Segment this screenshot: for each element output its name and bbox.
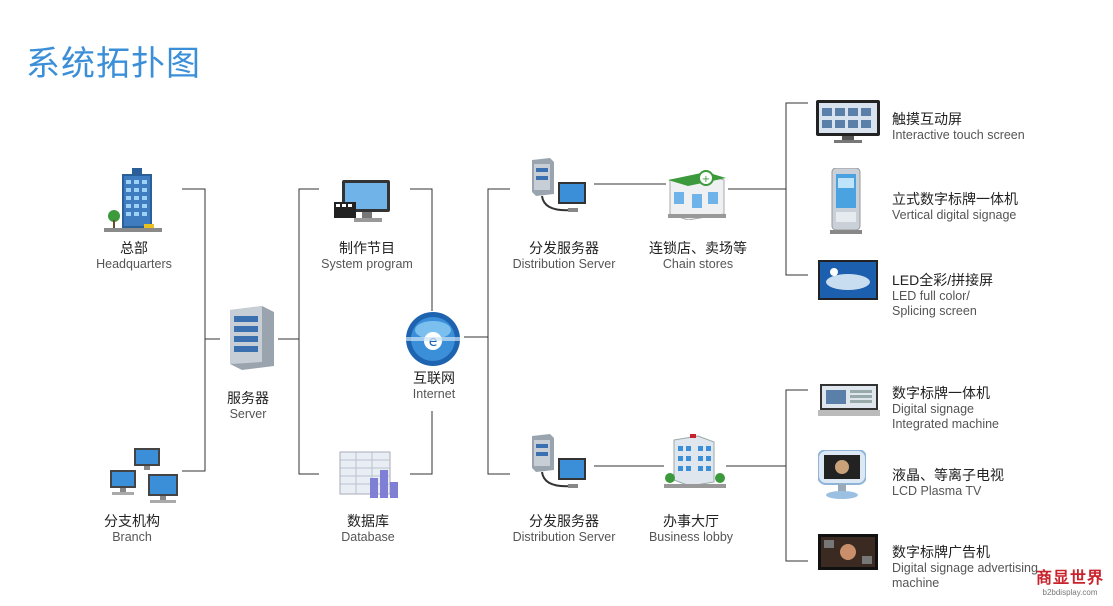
lcd-tv-label-cn: 液晶、等离子电视 — [892, 467, 1004, 483]
chain-stores-label-en: Chain stores — [662, 257, 734, 271]
server-icon — [230, 306, 274, 370]
chain-stores-label-cn: 连锁店、卖场等 — [649, 240, 747, 256]
server-label-en: Server — [229, 407, 267, 421]
touch-screen-label-cn: 触摸互动屏 — [892, 111, 962, 127]
distribution-server-top-icon — [532, 158, 586, 212]
headquarters-label-cn: 总部 — [120, 240, 148, 256]
distribution-server-bottom-label-en: Distribution Server — [512, 530, 616, 544]
watermark-url: b2bdisplay.com — [1042, 588, 1098, 597]
svg-text:e: e — [429, 334, 438, 350]
touch-screen-icon — [816, 100, 880, 143]
headquarters-label-en: Headquarters — [96, 257, 172, 271]
watermark-logo: 商显世界 b2bdisplay.com — [1036, 570, 1104, 597]
chain-stores-node: 连锁店、卖场等 Chain stores — [638, 240, 758, 272]
signage-advertising-label-cn: 数字标牌广告机 — [892, 544, 990, 560]
vertical-signage-node: 立式数字标牌一体机 Vertical digital signage — [892, 191, 1018, 223]
server-label-cn: 服务器 — [227, 390, 269, 406]
headquarters-node: 总部 Headquarters — [84, 240, 184, 272]
signage-integrated-label-en1: Digital signage — [892, 402, 974, 416]
touch-screen-label-en: Interactive touch screen — [892, 128, 1025, 142]
signage-advertising-icon — [818, 534, 878, 570]
led-screen-node: LED全彩/拼接屏 LED full color/ Splicing scree… — [892, 272, 993, 319]
database-label-en: Database — [341, 530, 395, 544]
branch-computers-icon — [110, 448, 178, 503]
lcd-tv-icon — [818, 450, 866, 499]
database-label-cn: 数据库 — [347, 513, 389, 529]
chain-store-icon: + — [668, 170, 726, 220]
signage-integrated-label-cn: 数字标牌一体机 — [892, 385, 990, 401]
internet-label-cn: 互联网 — [413, 370, 455, 386]
distribution-server-bottom-icon — [532, 434, 586, 488]
system-program-node: 制作节目 System program — [306, 240, 428, 272]
vertical-signage-label-cn: 立式数字标牌一体机 — [892, 191, 1018, 207]
program-monitor-icon — [334, 180, 390, 222]
database-node: 数据库 Database — [318, 513, 418, 545]
signage-advertising-label-en1: Digital signage advertising — [892, 561, 1038, 575]
business-lobby-node: 办事大厅 Business lobby — [636, 513, 746, 545]
lcd-tv-label-en: LCD Plasma TV — [892, 484, 982, 498]
branch-node: 分支机构 Branch — [82, 513, 182, 545]
system-program-label-en: System program — [321, 257, 413, 271]
database-icon — [339, 451, 398, 498]
distribution-server-bottom-node: 分发服务器 Distribution Server — [500, 513, 628, 545]
svg-text:+: + — [702, 174, 710, 185]
distribution-server-top-label-en: Distribution Server — [512, 257, 616, 271]
internet-node: 互联网 Internet — [384, 370, 484, 402]
distribution-server-top-label-cn: 分发服务器 — [529, 240, 599, 256]
distribution-server-bottom-label-cn: 分发服务器 — [529, 513, 599, 529]
vertical-signage-label-en: Vertical digital signage — [892, 208, 1017, 222]
led-screen-label-cn: LED全彩/拼接屏 — [892, 272, 994, 288]
distribution-server-top-node: 分发服务器 Distribution Server — [500, 240, 628, 272]
business-lobby-label-cn: 办事大厅 — [663, 513, 719, 529]
branch-label-en: Branch — [112, 530, 152, 544]
touch-screen-node: 触摸互动屏 Interactive touch screen — [892, 111, 1025, 143]
branch-label-cn: 分支机构 — [104, 513, 160, 529]
watermark-logo-text: 商显世界 — [1036, 570, 1105, 587]
system-program-label-cn: 制作节目 — [339, 240, 395, 256]
led-screen-label-en1: LED full color/ — [892, 289, 970, 303]
signage-integrated-label-en2: Integrated machine — [892, 417, 1000, 431]
internet-label-en: Internet — [412, 387, 456, 401]
signage-advertising-label-en2: machine — [892, 576, 940, 590]
business-lobby-building-icon — [664, 434, 726, 488]
internet-globe-icon: e — [406, 312, 460, 366]
signage-integrated-icon — [818, 384, 880, 416]
headquarters-building-icon — [104, 168, 162, 232]
led-screen-label-en2: Splicing screen — [892, 304, 977, 318]
lcd-tv-node: 液晶、等离子电视 LCD Plasma TV — [892, 467, 1004, 499]
signage-advertising-node: 数字标牌广告机 Digital signage advertising mach… — [892, 544, 1038, 591]
vertical-signage-icon — [830, 168, 862, 234]
led-screen-icon — [818, 260, 878, 300]
business-lobby-label-en: Business lobby — [648, 530, 734, 544]
signage-integrated-node: 数字标牌一体机 Digital signage Integrated machi… — [892, 385, 999, 432]
page-title: 系统拓扑图 — [26, 44, 201, 84]
server-node: 服务器 Server — [198, 390, 298, 422]
